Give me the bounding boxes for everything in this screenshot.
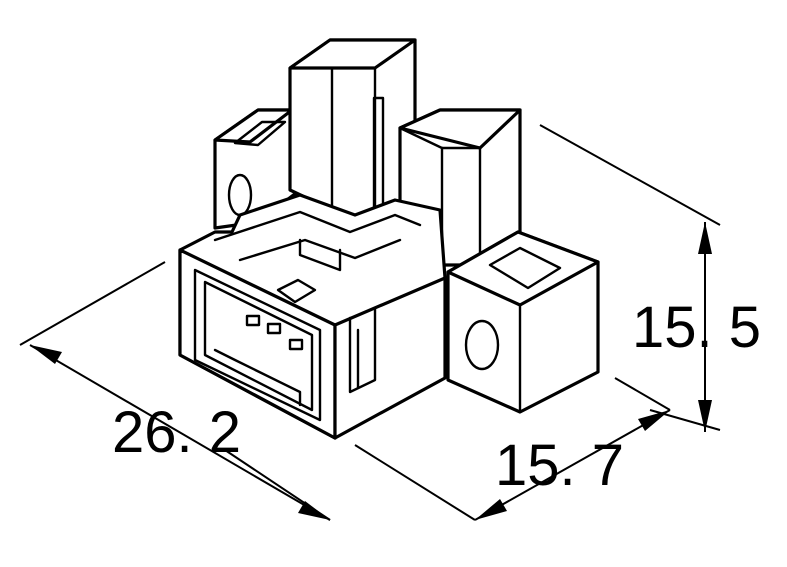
height-arrow-top [698, 222, 712, 254]
length-arrow-left [30, 345, 62, 364]
depth-arrow-right [638, 410, 670, 431]
length-arrow-right [298, 501, 330, 520]
height-extension-line-top [539, 124, 721, 226]
depth-extension-line-right [614, 377, 671, 411]
height-dimension: 15. 5 [539, 124, 761, 432]
right-mounting-block [446, 230, 600, 414]
depth-extension-line-left [354, 444, 476, 521]
length-dimension: 26. 2 [19, 261, 331, 521]
height-value: 15. 5 [632, 295, 761, 360]
length-extension-line-left [19, 261, 166, 346]
depth-dimension-line [474, 409, 671, 521]
height-extension-line-bottom [649, 409, 721, 431]
connector-housing [178, 193, 447, 440]
sensor-body [178, 38, 600, 440]
depth-dimension: 15. 7 [354, 377, 671, 521]
length-dimension-line [29, 344, 331, 521]
length-value: 26. 2 [112, 400, 241, 465]
height-arrow-bottom [698, 400, 712, 432]
depth-value: 15. 7 [495, 433, 624, 498]
depth-arrow-left [475, 499, 507, 520]
left-upright-post [288, 38, 417, 224]
